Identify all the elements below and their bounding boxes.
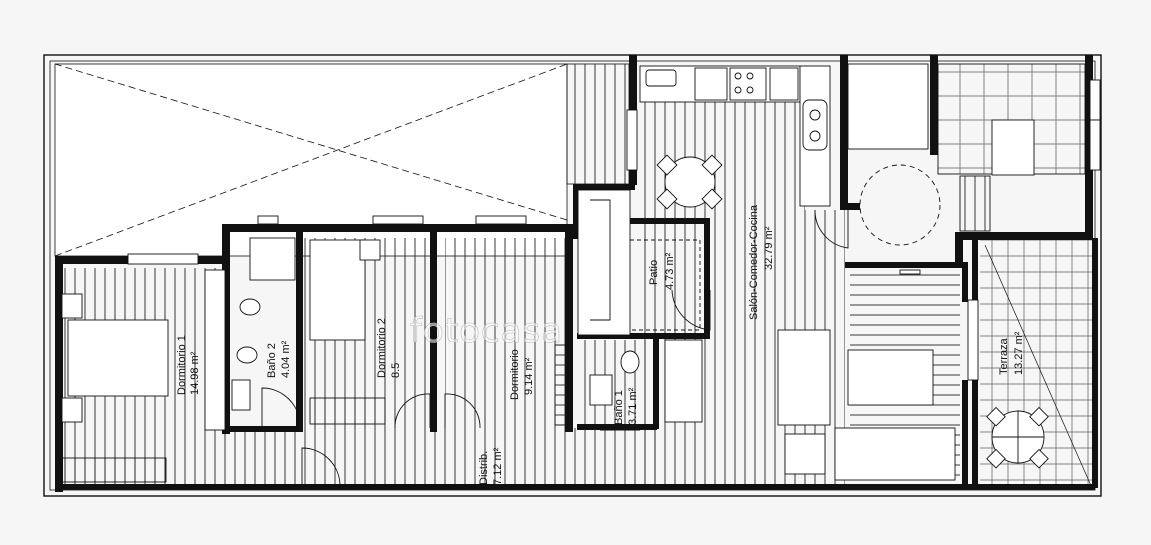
room-area-terraza: 13.27 m² — [1013, 331, 1025, 375]
terrace-table — [984, 244, 1093, 489]
stairwell — [847, 63, 1086, 246]
room-area-salon: 32.79 m² — [763, 226, 775, 270]
room-name-dormitorio1: Dormitorio 1 — [176, 335, 188, 395]
room-name-distrib: Distrib. — [478, 451, 490, 485]
room-area-patio: 4.73 m² — [664, 252, 676, 290]
room-area-distrib: 7.12 m² — [492, 447, 504, 485]
watermark: fotocasa — [410, 311, 563, 351]
room-area-bano2: 4.04 m² — [280, 340, 292, 378]
room-name-salon: Salón-Comedor-Cocina — [748, 204, 760, 320]
room-area-dormitorio3: 9.14 m² — [523, 357, 535, 395]
room-name-terraza: Terraza — [998, 337, 1010, 375]
dining-table — [656, 154, 723, 210]
room-labels: Dormitorio 1 14.98 m² Baño 2 4.04 m² Dor… — [176, 204, 1025, 485]
room-name-bano2: Baño 2 — [266, 343, 278, 378]
doors — [261, 209, 849, 487]
bathroom-1-fixtures — [589, 339, 703, 423]
room-area-dormitorio2: 8.5 — [390, 363, 402, 378]
exterior-stair — [566, 63, 630, 185]
room-area-bano1: 3.71 m² — [627, 387, 639, 425]
living-furniture — [777, 269, 956, 481]
kitchen-counter — [639, 65, 831, 207]
room-area-dormitorio1: 14.98 m² — [189, 351, 201, 395]
bathroom-2-fixtures — [231, 237, 296, 411]
room-name-dormitorio2: Dormitorio 2 — [376, 318, 388, 378]
room-name-patio: Patio — [648, 260, 660, 285]
room-name-dormitorio3: Dormitorio — [509, 349, 521, 400]
bedroom-furniture — [61, 239, 568, 483]
interior-stair — [577, 189, 701, 336]
room-name-bano1: Baño 1 — [613, 390, 625, 425]
